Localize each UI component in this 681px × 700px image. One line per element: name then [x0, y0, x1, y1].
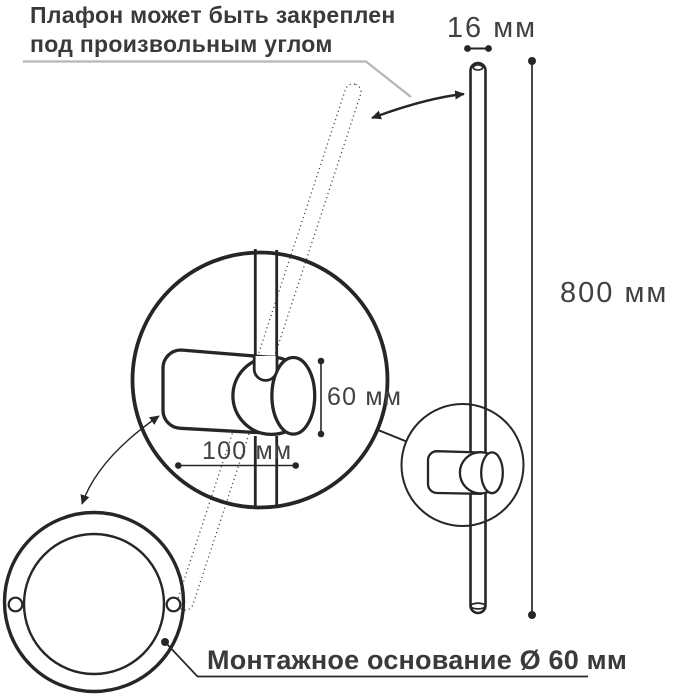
dashed-shade-outline — [176, 83, 362, 611]
base-outer-ring — [2, 510, 186, 694]
rod-collar — [252, 356, 279, 382]
detail-circle — [130, 250, 390, 510]
mount-width-dimension: 100 мм — [175, 437, 300, 469]
width-dimension-label: 16 мм — [447, 12, 537, 44]
tube-top-rim — [472, 64, 484, 71]
mount-small-circle — [400, 403, 525, 527]
note-label-line2: под произвольным углом — [30, 31, 333, 57]
mount-depth-dimension: 60 мм — [317, 357, 402, 438]
base-screw-hole-left — [7, 596, 24, 613]
detail-connector-line — [377, 429, 407, 443]
mount-cylinder-actual — [426, 450, 504, 495]
base-leader-line — [164, 641, 588, 678]
mount-cylinder-magnified — [161, 348, 317, 437]
mounting-base — [2, 510, 186, 694]
height-dimension-label: 800 мм — [560, 277, 668, 309]
lamp-tube — [469, 61, 487, 615]
width-dimension: 16 мм — [447, 12, 537, 52]
tube-bottom-rim — [469, 602, 487, 610]
mount-depth-label: 60 мм — [327, 383, 402, 411]
note-label-line1: Плафон может быть закреплен — [30, 2, 396, 28]
base-label: Монтажное основание Ø 60 мм — [207, 645, 627, 675]
base-annotation: Монтажное основание Ø 60 мм — [161, 638, 627, 678]
note-leader-line — [23, 60, 412, 98]
detail-link-arrow-icon — [80, 415, 160, 505]
mount-width-label: 100 мм — [202, 437, 292, 465]
base-inner-ring — [22, 532, 166, 676]
height-dimension: 800 мм — [528, 57, 668, 619]
detail-rod — [253, 249, 279, 506]
base-screw-hole-right — [165, 596, 182, 613]
rotation-arrow-icon — [371, 90, 465, 120]
